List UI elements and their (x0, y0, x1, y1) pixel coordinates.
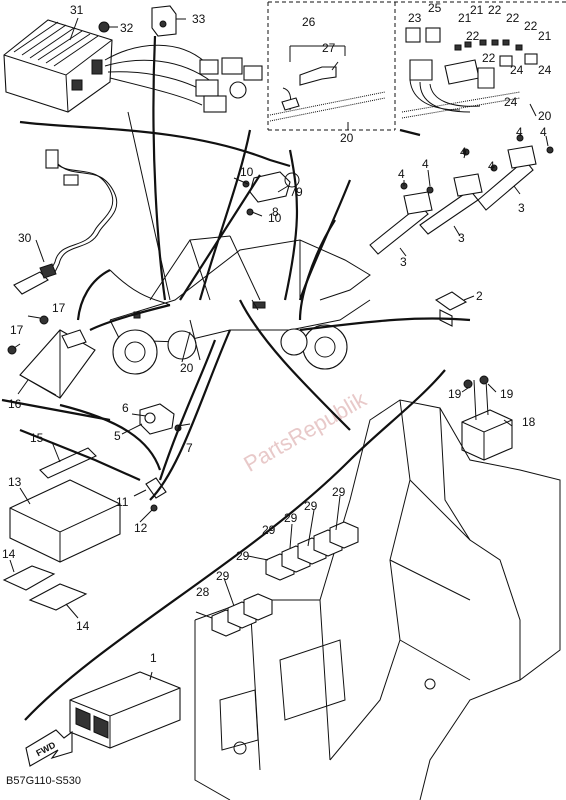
callout-4e: 4 (516, 125, 523, 139)
ecu-1 (69, 671, 181, 749)
callout-29f: 29 (216, 569, 230, 583)
battery-box-13 (9, 479, 121, 563)
bolt-19b (479, 375, 489, 385)
callout-17b: 17 (10, 323, 24, 337)
sensor-2 (434, 291, 468, 327)
inset-frame (267, 1, 566, 131)
coil-3a (369, 191, 433, 255)
callout-9: 9 (296, 185, 303, 199)
callout-4b: 4 (422, 157, 429, 171)
callout-5: 5 (114, 429, 121, 443)
callout-15: 15 (30, 431, 44, 445)
relay-18 (461, 379, 513, 461)
callout-24b: 24 (538, 63, 552, 77)
callout-24a: 24 (510, 63, 524, 77)
callout-10b: 10 (268, 211, 282, 225)
callout-14b: 14 (76, 619, 90, 633)
sensor-11 (145, 477, 167, 512)
callout-28: 28 (196, 585, 210, 599)
watermark: PartsRepublik (239, 386, 371, 477)
pad-14a (2, 565, 56, 591)
callout-25: 25 (428, 1, 442, 15)
callout-27: 27 (322, 41, 336, 55)
relay-group-29 (265, 521, 359, 581)
sensor-30 (13, 149, 118, 295)
callout-14a: 14 (2, 547, 16, 561)
callout-3a: 3 (400, 255, 407, 269)
callout-16: 16 (8, 397, 22, 411)
callout-20a: 20 (180, 361, 194, 375)
screw-17a (39, 315, 49, 325)
bolt-19a (463, 379, 473, 389)
relay-module-31 (3, 19, 263, 113)
bracket-33 (151, 5, 177, 37)
diagram-code: B57G110-S530 (6, 775, 81, 787)
callout-3c: 3 (518, 201, 525, 215)
fwd-arrow: FWD (25, 729, 73, 767)
grouping-lines (1, 35, 471, 721)
callout-33: 33 (192, 12, 206, 26)
bracket-16 (19, 329, 96, 399)
pad-14b (28, 583, 88, 611)
callout-4f: 4 (540, 125, 547, 139)
callout-1: 1 (150, 651, 157, 665)
callout-29d: 29 (262, 523, 276, 537)
callout-31: 31 (70, 3, 84, 17)
callout-29c: 29 (284, 511, 298, 525)
callout-6: 6 (122, 401, 129, 415)
callout-20b: 20 (340, 131, 354, 145)
callout-26: 26 (302, 15, 316, 29)
bolt-32 (98, 21, 110, 33)
callout-22d: 22 (466, 29, 480, 43)
leader-lines (9, 17, 549, 681)
sensor-5 (139, 403, 182, 435)
harness-subassembly-26 (269, 45, 386, 122)
callout-7: 7 (186, 441, 193, 455)
callout-4a: 4 (398, 167, 405, 181)
callout-21b: 21 (458, 11, 472, 25)
callout-19a: 19 (448, 387, 462, 401)
callout-29e: 29 (236, 549, 250, 563)
callout-29b: 29 (304, 499, 318, 513)
callout-10a: 10 (240, 165, 254, 179)
callout-22a: 22 (488, 3, 502, 17)
callout-32: 32 (120, 21, 134, 35)
callout-8: 8 (272, 205, 279, 219)
callout-18: 18 (522, 415, 536, 429)
callout-23: 23 (408, 11, 422, 25)
callout-21c: 21 (538, 29, 552, 43)
bolt-4f (546, 146, 554, 154)
callout-11: 11 (116, 495, 129, 509)
callouts: 31 32 33 30 17 17 16 15 13 14 14 6 5 7 1… (2, 1, 552, 665)
callout-19b: 19 (500, 387, 514, 401)
callout-4c: 4 (460, 145, 467, 159)
callout-22b: 22 (506, 11, 520, 25)
callout-17a: 17 (52, 301, 66, 315)
connector-subassembly-21-25 (401, 27, 538, 119)
callout-22e: 22 (482, 51, 496, 65)
callout-3b: 3 (458, 231, 465, 245)
callout-2: 2 (476, 289, 483, 303)
relay-group-28 (211, 593, 273, 637)
coil-3c (477, 145, 537, 211)
callout-30: 30 (18, 231, 32, 245)
vehicle-outline (109, 235, 371, 375)
callout-12: 12 (134, 521, 148, 535)
sensor-8 (249, 171, 300, 203)
callout-24c: 24 (504, 95, 518, 109)
callout-13: 13 (8, 475, 22, 489)
callout-21a: 21 (470, 3, 484, 17)
callout-4d: 4 (488, 159, 495, 173)
battery-strap-15 (39, 447, 97, 479)
callout-29a: 29 (332, 485, 346, 499)
bolt-4b (426, 186, 434, 194)
callout-20c: 20 (538, 109, 552, 123)
callout-22c: 22 (524, 19, 538, 33)
